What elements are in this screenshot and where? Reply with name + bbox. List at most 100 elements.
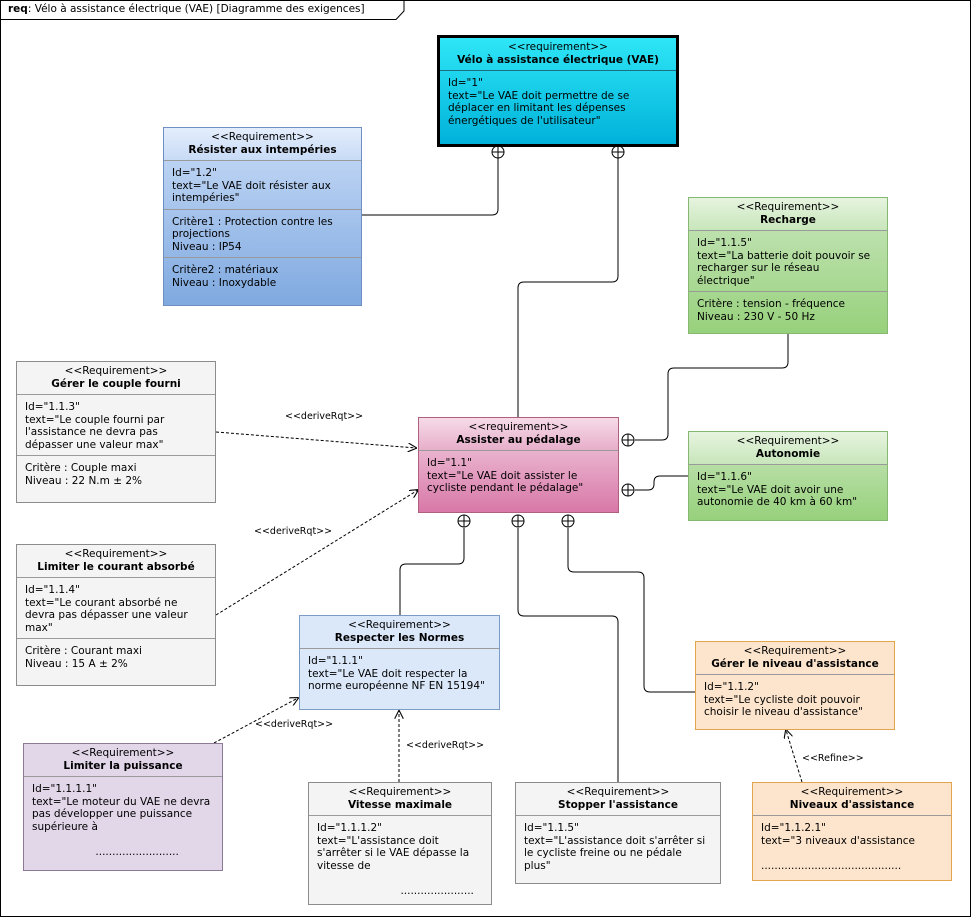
derive-label-puissance: <<deriveRqt>> (255, 719, 334, 730)
requirement-text-section: Id="1.1.2" text="Le cycliste doit pouvoi… (696, 675, 894, 723)
text-line: déplacer en limitant les dépenses (448, 102, 626, 114)
containment-symbol-vae-1 (491, 145, 505, 159)
text-line: text="Le couple fourni par (25, 413, 165, 426)
requirement-name: Vitesse maximale (347, 799, 453, 811)
requirement-header: <<Requirement>> Autonomie (689, 432, 887, 465)
requirement-box-niveau[interactable]: <<Requirement>> Gérer le niveau d'assist… (695, 641, 895, 730)
requirement-text-section: Id="1.1.2.1" text="3 niveaux d'assistanc… (753, 816, 951, 876)
text-line: text="Le VAE doit assister le (427, 469, 578, 482)
frame-tab-outline (0, 0, 405, 20)
text-line: autonomie de 40 km à 60 km" (697, 496, 858, 508)
requirement-text-section: Id="1.1.5" text="La batterie doit pouvoi… (689, 231, 887, 292)
text-line: électrique" (697, 274, 755, 287)
requirement-stereotype: <<Requirement>> (566, 786, 670, 798)
requirement-stereotype: <<requirement>> (508, 41, 608, 53)
frame-title: req: Vélo à assistance électrique (VAE) … (8, 3, 365, 15)
text-line: énergétiques de l'utilisateur" (448, 114, 601, 127)
requirement-name: Respecter les Normes (334, 632, 465, 644)
text-line: Id="1.1.6" (697, 471, 752, 483)
requirement-box-recharge[interactable]: <<Requirement>> Recharge Id="1.1.5" text… (688, 197, 888, 334)
requirement-criteria-section: Critère : Couple maxi Niveau : 22 N.m ± … (17, 456, 215, 491)
requirement-box-normes[interactable]: <<Requirement>> Respecter les Normes Id=… (299, 615, 500, 710)
requirement-stereotype: <<Requirement>> (736, 435, 840, 447)
requirement-text-section: Id="1.1.4" text="Le courant absorbé ne d… (17, 578, 215, 639)
requirement-stereotype: <<Requirement>> (736, 201, 840, 213)
text-line: max" (25, 621, 53, 634)
connector-intemperies-vae (362, 158, 499, 216)
requirement-text-section: Id="1.1" text="Le VAE doit assister le c… (419, 451, 618, 499)
requirement-name: Gérer le niveau d'assistance (711, 658, 879, 670)
connector-assister-vae (517, 158, 619, 417)
requirement-text-section: Id="1.1.5" text="L'assistance doit s'arr… (516, 816, 720, 876)
criteria-line: Critère1 : Protection contre les (172, 215, 333, 228)
criteria-line: Niveau : 15 A ± 2% (25, 657, 128, 670)
connector-stopper-assister (517, 528, 619, 782)
requirement-header: <<Requirement>> Recharge (689, 198, 887, 231)
text-line: Id="1" (448, 77, 483, 89)
refine-arrow-niveaux (786, 730, 803, 783)
value-placeholder: ........................................… (761, 859, 902, 872)
criteria-line: Critère : tension - fréquence (697, 298, 845, 310)
requirement-box-vae[interactable]: <<requirement>> Vélo à assistance électr… (437, 35, 679, 147)
containment-symbol-assister-right-2 (621, 483, 635, 497)
requirement-header: <<Requirement>> Vitesse maximale (309, 783, 491, 816)
requirement-criteria-section: Critère1 : Protection contre les project… (164, 210, 361, 258)
value-placeholder: ......................... (32, 845, 179, 858)
requirement-name: Recharge (760, 214, 816, 226)
requirement-name: Stopper l'assistance (558, 799, 678, 811)
requirement-box-stopper[interactable]: <<Requirement>> Stopper l'assistance Id=… (515, 782, 721, 884)
text-line: norme européenne NF EN 15194" (308, 680, 485, 692)
connector-autonomie-assister (635, 475, 688, 491)
text-line: text="Le VAE doit respecter la (308, 667, 468, 680)
requirement-text-section: Id="1.1.1.2" text="L'assistance doit s'a… (309, 816, 491, 901)
derive-arrow-courant (215, 490, 418, 616)
text-line: Id="1.1.5" (524, 822, 579, 834)
requirement-header: <<Requirement>> Gérer le couple fourni (17, 362, 215, 395)
requirement-header: <<Requirement>> Stopper l'assistance (516, 783, 720, 816)
requirement-box-vitesse[interactable]: <<Requirement>> Vitesse maximale Id="1.1… (308, 782, 492, 905)
text-line: Id="1.1.3" (25, 401, 80, 413)
requirement-header: <<requirement>> Assister au pédalage (419, 418, 618, 451)
text-line: text="Le VAE doit résister aux (172, 179, 331, 192)
text-line: ​ (761, 847, 943, 860)
requirement-stereotype: <<Requirement>> (743, 645, 847, 657)
frame-name: Vélo à assistance électrique (VAE) [Diag… (34, 3, 365, 15)
value-placeholder: ...................... (317, 884, 474, 897)
requirement-criteria-section: Critère2 : matériaux Niveau : Inoxydable (164, 258, 361, 293)
requirement-name: Autonomie (755, 448, 821, 460)
requirement-box-assister[interactable]: <<requirement>> Assister au pédalage Id=… (418, 417, 619, 513)
requirement-header: <<Requirement>> Respecter les Normes (300, 616, 499, 649)
connector-normes-assister (399, 528, 465, 615)
requirement-text-section: Id="1.1.6" text="Le VAE doit avoir une a… (689, 465, 887, 513)
criteria-line: projections (172, 228, 230, 240)
requirement-box-courant[interactable]: <<Requirement>> Limiter le courant absor… (16, 544, 216, 686)
text-line: text="L'assistance doit (317, 834, 439, 847)
text-line: intempéries" (172, 192, 240, 204)
containment-connectors (362, 158, 789, 782)
requirement-stereotype: <<Requirement>> (800, 786, 904, 798)
requirement-box-autonomie[interactable]: <<Requirement>> Autonomie Id="1.1.6" tex… (688, 431, 888, 521)
connector-niveau-assister (567, 528, 695, 693)
containment-symbol-vae-2 (611, 145, 625, 159)
derive-label-vitesse: <<deriveRqt>> (406, 740, 485, 751)
requirement-name: Vélo à assistance électrique (VAE) (457, 54, 659, 66)
criteria-line: Niveau : IP54 (172, 240, 242, 253)
text-line: supérieure à (32, 820, 98, 833)
requirement-box-puissance[interactable]: <<Requirement>> Limiter la puissance Id=… (23, 743, 223, 871)
containment-symbol-assister-bottom-2 (511, 514, 525, 528)
text-line: l'assistance ne devra pas (25, 426, 158, 438)
text-line: text="Le moteur du VAE ne devra (32, 795, 211, 808)
requirement-box-couple[interactable]: <<Requirement>> Gérer le couple fourni I… (16, 361, 216, 503)
requirement-name: Limiter la puissance (63, 760, 183, 772)
requirement-name: Résister aux intempéries (188, 144, 337, 156)
text-line: cycliste pendant le pédalage" (427, 482, 584, 494)
containment-symbol-assister-bottom-3 (561, 514, 575, 528)
dependency-arrows (213, 431, 803, 783)
criteria-line: Critère2 : matériaux (172, 264, 279, 276)
text-line: ​ (32, 833, 214, 846)
requirement-header: <<Requirement>> Limiter la puissance (24, 744, 222, 777)
criteria-line: Niveau : 230 V - 50 Hz (697, 310, 815, 323)
requirement-box-intemperies[interactable]: <<Requirement>> Résister aux intempéries… (163, 127, 362, 306)
requirement-box-niveaux[interactable]: <<Requirement>> Niveaux d'assistance Id=… (752, 782, 952, 881)
